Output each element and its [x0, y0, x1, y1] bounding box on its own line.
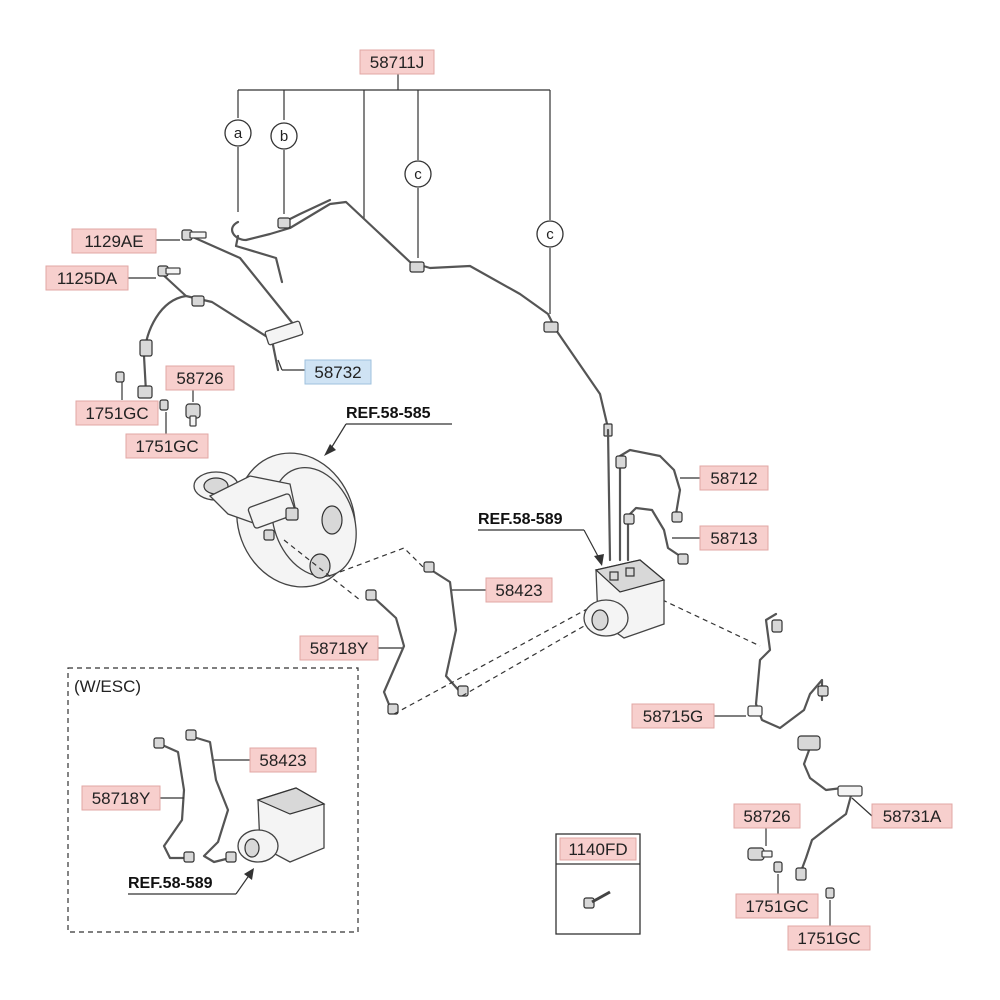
label-1751GC-b: 1751GC — [125, 433, 209, 459]
bolt-58726-upper — [185, 403, 201, 427]
svg-text:58732: 58732 — [314, 363, 361, 382]
w-esc-inset: (W/ESC) 58423 58718Y REF.58-589 — [67, 667, 359, 933]
bolt-58726-lower — [747, 847, 773, 861]
label-58711J: 58711J — [359, 49, 435, 75]
svg-text:1125DA: 1125DA — [57, 269, 118, 288]
callout-a-letter: a — [234, 125, 243, 142]
svg-text:58711J: 58711J — [370, 53, 425, 72]
svg-text:1751GC: 1751GC — [745, 897, 808, 916]
label-ref-58-589: REF.58-589 — [478, 511, 563, 528]
w-esc-title: (W/ESC) — [74, 677, 141, 696]
label-1125DA: 1125DA — [45, 265, 129, 291]
svg-text:1751GC: 1751GC — [797, 929, 860, 948]
callout-c-1: c — [404, 160, 432, 188]
callout-c1-letter: c — [414, 166, 422, 183]
svg-text:58712: 58712 — [710, 469, 757, 488]
svg-text:1751GC: 1751GC — [85, 404, 148, 423]
label-58715G: 58715G — [631, 703, 715, 729]
master-cylinder — [193, 471, 299, 541]
hose-58731A — [795, 735, 863, 881]
svg-text:58715G: 58715G — [643, 707, 704, 726]
callout-c-2: c — [536, 220, 564, 248]
label-1129AE: 1129AE — [71, 228, 157, 254]
tree-58711J — [237, 74, 551, 314]
hecu-unit — [583, 559, 666, 639]
label-58712: 58712 — [699, 465, 769, 491]
label-58726-lower: 58726 — [733, 803, 801, 829]
svg-text:58731A: 58731A — [883, 807, 942, 826]
label-58713: 58713 — [699, 525, 769, 551]
label-1751GC-a: 1751GC — [75, 400, 159, 426]
bolt-1125DA — [157, 265, 181, 277]
label-58726-upper: 58726 — [165, 365, 235, 391]
label-58423: 58423 — [485, 577, 553, 603]
tube-58718Y — [365, 589, 406, 715]
label-1140FD: 1140FD — [568, 840, 627, 859]
svg-text:58726: 58726 — [176, 369, 223, 388]
clip-1751GC-upper — [115, 371, 169, 411]
label-1751GC-d: 1751GC — [787, 925, 871, 951]
w-esc-label-58718Y: 58718Y — [81, 785, 161, 811]
callout-b-letter: b — [280, 128, 288, 145]
part-box-1140FD: 1140FD — [555, 833, 641, 935]
svg-text:1751GC: 1751GC — [135, 437, 198, 456]
screw-icon — [583, 890, 611, 909]
callout-a: a — [224, 119, 252, 147]
callout-b: b — [270, 122, 298, 150]
hose-assembly-58732 — [137, 232, 304, 399]
tube-58712 — [606, 428, 683, 562]
svg-text:58718Y: 58718Y — [92, 789, 151, 808]
bolt-1129AE — [181, 229, 207, 241]
label-58718Y: 58718Y — [299, 635, 379, 661]
svg-text:58713: 58713 — [710, 529, 757, 548]
label-58732: 58732 — [304, 359, 372, 385]
tube-58715G — [747, 612, 829, 730]
label-58731A: 58731A — [871, 803, 953, 829]
svg-text:58423: 58423 — [495, 581, 542, 600]
label-ref-58-585: REF.58-585 — [346, 405, 431, 422]
w-esc-hecu — [237, 787, 326, 863]
svg-text:58423: 58423 — [259, 751, 306, 770]
callout-c2-letter: c — [546, 226, 554, 243]
clip-1751GC-lower — [773, 861, 835, 899]
label-1751GC-c: 1751GC — [735, 893, 819, 919]
tube-58713 — [623, 506, 689, 565]
w-esc-label-ref-58-589: REF.58-589 — [128, 875, 213, 892]
svg-text:58726: 58726 — [743, 807, 790, 826]
svg-text:58718Y: 58718Y — [310, 639, 369, 658]
w-esc-label-58423: 58423 — [249, 747, 317, 773]
tube-58423 — [423, 561, 469, 697]
svg-text:1129AE: 1129AE — [84, 232, 143, 251]
